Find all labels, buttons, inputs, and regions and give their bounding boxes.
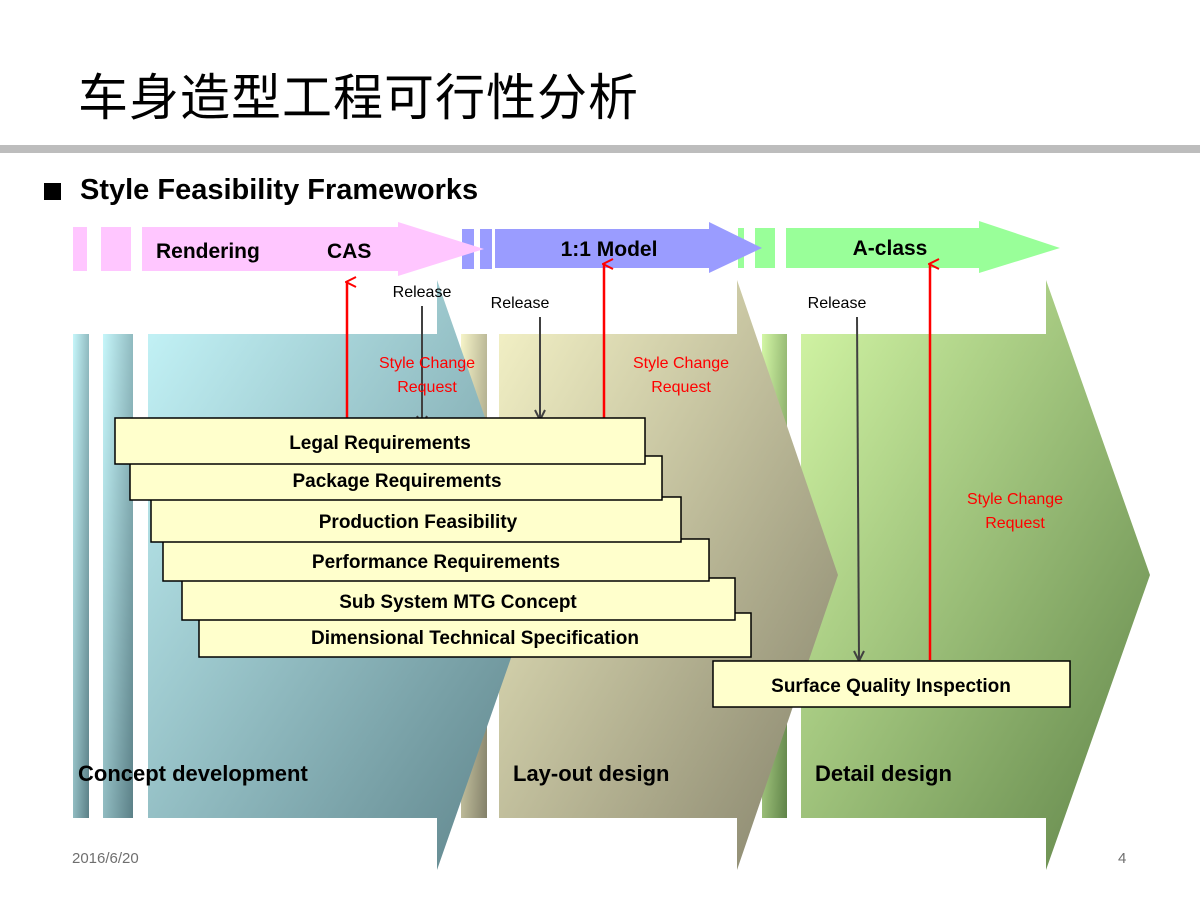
- requirement-label-5: Sub System MTG Concept: [339, 592, 577, 613]
- release-label-2: Release: [491, 295, 550, 312]
- green-stripe-2: [755, 228, 775, 268]
- aclass-arrow: [786, 221, 1060, 273]
- model-arrow: [495, 222, 762, 273]
- requirement-label-2: Package Requirements: [292, 471, 501, 492]
- requirement-box-4: [162, 538, 710, 582]
- requirement-box-1: [114, 417, 646, 465]
- request-label-1-line2: Request: [397, 379, 457, 396]
- inspection-label: Surface Quality Inspection: [771, 676, 1011, 697]
- blue-stripe-2: [480, 229, 492, 269]
- title-divider: [0, 145, 1200, 153]
- request-label-3-line2: Request: [985, 515, 1045, 532]
- phase-concept-stripe-1: [73, 334, 89, 818]
- page-number: 4: [1118, 850, 1127, 867]
- bullet-square-icon: [44, 183, 61, 200]
- aclass-label: A-class: [853, 237, 928, 260]
- phase-label-layout: Lay-out design: [513, 761, 669, 786]
- slide-title: 车身造型工程可行性分析: [78, 69, 639, 127]
- release-label-1: Release: [393, 284, 452, 301]
- request-label-1-line1: Style Change: [379, 355, 475, 372]
- phase-label-concept: Concept development: [78, 761, 308, 786]
- rendering-cas-arrow: [142, 222, 484, 276]
- inspection-box: [712, 660, 1071, 708]
- pink-stripe-2: [101, 227, 131, 271]
- release-arrow-aclass: [857, 316, 859, 660]
- requirement-label-1: Legal Requirements: [289, 433, 471, 454]
- release-arrows: Release Release Release: [393, 284, 867, 660]
- request-label-2-line2: Request: [651, 379, 711, 396]
- footer-date: 2016/6/20: [72, 850, 139, 867]
- cas-label: CAS: [327, 240, 371, 263]
- requirement-label-3: Production Feasibility: [319, 512, 518, 533]
- model-label: 1:1 Model: [561, 238, 658, 261]
- rendering-label: Rendering: [156, 240, 260, 263]
- phase-detail-chevron: [801, 280, 1150, 870]
- phase-concept-stripe-2: [103, 334, 133, 818]
- timeline-bar: Rendering CAS 1:1 Model A-class: [73, 221, 1060, 276]
- release-label-3: Release: [808, 295, 867, 312]
- requirement-label-6: Dimensional Technical Specification: [311, 628, 639, 649]
- request-arrows: Style Change Request Style Change Reques…: [347, 264, 1063, 660]
- pink-stripe-1: [73, 227, 87, 271]
- requirement-label-4: Performance Requirements: [312, 552, 560, 573]
- request-label-2-line1: Style Change: [633, 355, 729, 372]
- slide-subtitle: Style Feasibility Frameworks: [80, 174, 479, 206]
- phase-label-detail: Detail design: [815, 761, 952, 786]
- request-label-3-line1: Style Change: [967, 491, 1063, 508]
- requirement-stack: Dimensional Technical Specification Sub …: [114, 417, 752, 658]
